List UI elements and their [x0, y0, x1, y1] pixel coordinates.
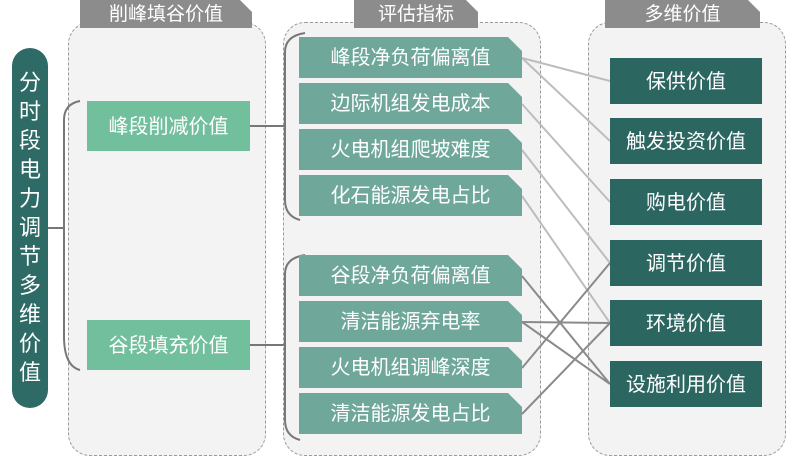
category-peak: 峰段削减价值 — [87, 101, 250, 151]
value-node: 设施利用价值 — [610, 361, 762, 407]
root-node: 分时段电力调节多维价值 — [12, 48, 48, 408]
category-valley: 谷段填充价值 — [87, 320, 250, 370]
metric-node: 清洁能源弃电率 — [299, 301, 522, 342]
panel-peak-valley — [68, 22, 266, 456]
link-line — [521, 321, 611, 324]
root-label-char: 维 — [18, 302, 41, 328]
metric-node: 峰段净负荷偏离值 — [299, 37, 522, 78]
root-label-char: 力 — [18, 186, 41, 212]
link-line — [521, 322, 611, 415]
link-line — [521, 262, 611, 369]
root-label-char: 多 — [18, 273, 41, 299]
root-label-char: 节 — [18, 244, 41, 270]
metric-node: 火电机组爬坡难度 — [299, 129, 522, 170]
bracket-peak — [250, 32, 306, 221]
column-title-metrics: 评估指标 — [354, 0, 478, 28]
column-title-values: 多维价值 — [605, 0, 760, 28]
link-line — [521, 103, 611, 203]
value-node: 调节价值 — [610, 240, 762, 286]
link-line — [521, 57, 611, 82]
value-node: 环境价值 — [610, 300, 762, 346]
value-node: 购电价值 — [610, 179, 762, 225]
value-node: 保供价值 — [610, 58, 762, 104]
metric-node: 清洁能源发电占比 — [299, 393, 522, 434]
link-line — [521, 195, 611, 324]
root-label-char: 段 — [18, 128, 41, 154]
column-title-peak-valley: 削峰填谷价值 — [80, 0, 252, 28]
root-label-char: 分 — [18, 70, 41, 96]
link-line — [521, 149, 611, 264]
value-node: 触发投资价值 — [610, 118, 762, 164]
metric-node: 谷段净负荷偏离值 — [299, 255, 522, 296]
root-label-char: 时 — [18, 99, 41, 125]
metric-node: 边际机组发电成本 — [299, 83, 522, 124]
link-line — [521, 275, 611, 385]
bracket-root — [48, 100, 81, 371]
metric-node: 化石能源发电占比 — [299, 175, 522, 216]
root-label-char: 电 — [18, 157, 41, 183]
root-label-char: 值 — [18, 360, 41, 386]
bracket-valley — [250, 254, 306, 441]
link-line — [521, 321, 611, 385]
link-line — [521, 57, 611, 142]
root-label-char: 价 — [18, 331, 41, 357]
metric-node: 火电机组调峰深度 — [299, 347, 522, 388]
root-label-char: 调 — [18, 215, 41, 241]
